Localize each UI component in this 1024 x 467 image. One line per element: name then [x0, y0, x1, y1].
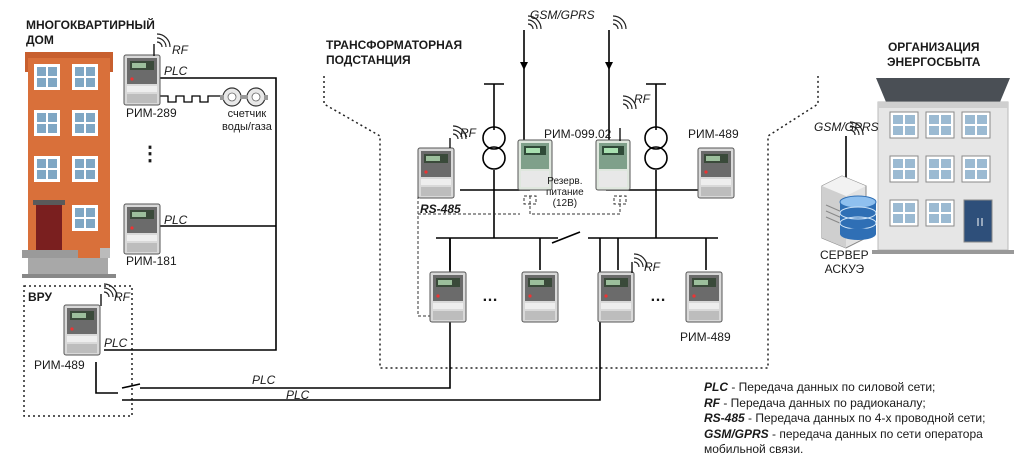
- meter-label-rim099: РИМ-099.02: [544, 127, 612, 141]
- legend-key: PLC: [704, 380, 728, 394]
- vru-label: ВРУ: [28, 290, 52, 304]
- meter-icon: [597, 271, 635, 323]
- meter-icon: [521, 271, 559, 323]
- vru-box: [23, 285, 133, 417]
- meter-icon: [697, 147, 735, 199]
- plc-label: PLC: [164, 64, 188, 78]
- server-label: СЕРВЕР АСКУЭ: [820, 248, 869, 276]
- antenna-icon: [520, 15, 542, 145]
- meter-icon: [595, 139, 631, 191]
- meter-icon: [63, 304, 101, 356]
- plc-label: PLC: [286, 388, 310, 402]
- database-icon: [839, 195, 877, 240]
- water-gas-meter-label: счетчик воды/газа: [222, 108, 272, 133]
- legend-text: - Передача данных по 4-х проводной сети;: [744, 411, 986, 425]
- meter-icon: [429, 271, 467, 323]
- meter-icon: [123, 203, 161, 255]
- legend-key: RF: [704, 395, 720, 410]
- antenna-icon: [845, 121, 864, 180]
- legend-text: - Передача данных по силовой сети;: [728, 380, 936, 394]
- water-meter-icon: [220, 87, 268, 107]
- legend-row: GSM/GPRS - передача данных по сети опера…: [704, 427, 985, 443]
- legend-text: - Передача данных по радиоканалу;: [720, 395, 926, 410]
- meter-label-rim289: РИМ-289: [126, 106, 177, 120]
- plc-label: PLC: [104, 336, 128, 350]
- legend-text: - передача данных по сети оператора: [768, 426, 983, 441]
- antenna-icon: [605, 15, 627, 145]
- legend-row: PLC - Передача данных по силовой сети;: [704, 380, 985, 396]
- gsm-gprs-label: GSM/GPRS: [530, 8, 595, 22]
- transformer-icon: [482, 126, 506, 170]
- meter-icon: [685, 271, 723, 323]
- plc-label: PLC: [252, 373, 276, 387]
- apartment-building-icon: [22, 52, 116, 278]
- meter-icon: [417, 147, 455, 199]
- meter-label-rim181: РИМ-181: [126, 254, 177, 268]
- legend-row: RS-485 - Передача данных по 4-х проводно…: [704, 411, 985, 427]
- rs485-label: RS-485: [420, 202, 461, 216]
- meter-icon: [123, 54, 161, 106]
- horizontal-dots: …: [650, 288, 666, 305]
- plc-label: PLC: [164, 213, 188, 227]
- org-title: ОРГАНИЗАЦИЯ ЭНЕРГОСБЫТА: [887, 40, 981, 69]
- meter-label-rim489: РИМ-489: [34, 358, 85, 372]
- rf-label: RF: [460, 126, 476, 140]
- transformer-icon: [644, 126, 668, 170]
- gsm-gprs-label: GSM/GPRS: [814, 120, 879, 134]
- rf-label: RF: [644, 260, 660, 274]
- substation-title: ТРАНСФОРМАТОРНАЯ ПОДСТАНЦИЯ: [326, 38, 463, 67]
- meter-label-rim489: РИМ-489: [688, 127, 739, 141]
- pulse-signal-line: [158, 95, 222, 103]
- meter-label-rim489: РИМ-489: [680, 330, 731, 344]
- rf-label: RF: [172, 43, 188, 57]
- rf-label: RF: [634, 92, 650, 106]
- legend-key: GSM/GPRS: [704, 426, 769, 441]
- legend-row: RF - Передача данных по радиоканалу;: [704, 396, 985, 412]
- legend: PLC - Передача данных по силовой сети;RF…: [704, 380, 985, 458]
- legend-row: мобильной связи.: [704, 442, 985, 458]
- building-title: МНОГОКВАРТИРНЫЙ ДОМ: [26, 18, 155, 47]
- plc-lines: [95, 77, 718, 401]
- legend-text: мобильной связи.: [704, 442, 804, 456]
- antenna-icon: [100, 44, 633, 306]
- horizontal-dots: …: [482, 288, 498, 305]
- substation-outline: [323, 76, 819, 369]
- rf-label: RF: [114, 290, 130, 304]
- vertical-dots: ⋮: [140, 143, 160, 165]
- backup-power-label: Резерв. питание (12В): [546, 176, 584, 209]
- legend-key: RS-485: [704, 411, 745, 425]
- office-building-icon: [872, 78, 1014, 254]
